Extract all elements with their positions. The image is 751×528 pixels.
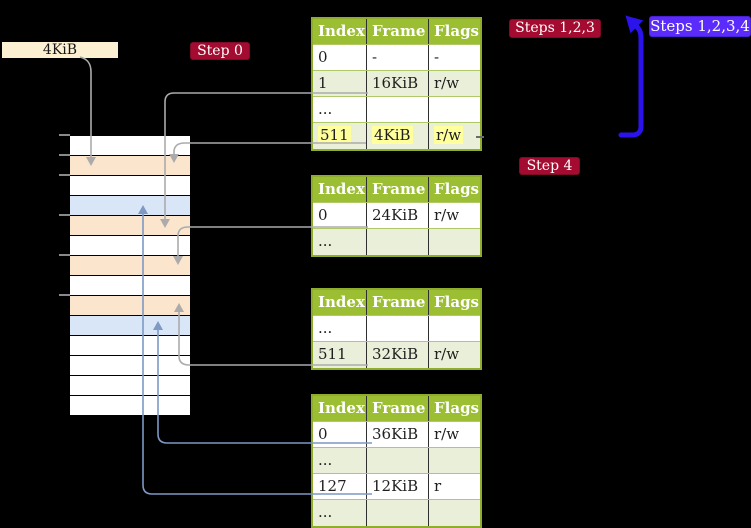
table-cell: 32KiB xyxy=(367,342,429,368)
column-header: Flags xyxy=(434,293,479,311)
table-cell: 4KiB xyxy=(367,123,429,149)
column-header: Flags xyxy=(434,180,479,198)
memory-row-white xyxy=(70,136,190,156)
frame-size-label: 4KiB xyxy=(2,42,118,58)
column-header: Frame xyxy=(367,396,429,421)
column-header: Flags xyxy=(434,399,479,417)
table-cell: ... xyxy=(313,500,367,526)
table-row: ... xyxy=(313,448,480,474)
highlighted-value: r/w xyxy=(434,126,464,144)
memory-row-white xyxy=(70,356,190,376)
memory-row-peach xyxy=(70,296,190,316)
memory-row-blue xyxy=(70,316,190,336)
table-row: ... xyxy=(313,97,480,123)
table-cell: ... xyxy=(313,316,367,341)
table-cell: 16KiB xyxy=(367,71,429,96)
highlighted-value: 511 xyxy=(318,126,351,144)
table-cell xyxy=(367,500,429,526)
highlighted-value: 4KiB xyxy=(372,126,413,144)
column-header: Index xyxy=(313,19,367,44)
memory-row-peach xyxy=(70,156,190,176)
memory-row-white xyxy=(70,396,190,416)
table-cell: 24KiB xyxy=(367,203,429,228)
memory-row-blue xyxy=(70,196,190,216)
memory-row-white xyxy=(70,176,190,196)
table-cell xyxy=(367,97,429,122)
table-cell: r/w xyxy=(434,425,460,443)
column-header: Frame xyxy=(367,19,429,44)
table-cell: 0 xyxy=(313,422,367,447)
table-cell: ... xyxy=(313,229,367,255)
memory-row-peach xyxy=(70,216,190,236)
table-cell xyxy=(429,500,480,526)
steps-1-2-3-badge: Steps 1,2,3 xyxy=(509,19,601,38)
step4-badge: Step 4 xyxy=(519,157,580,175)
table-cell: 0 xyxy=(313,203,367,228)
column-header: Frame xyxy=(367,177,429,202)
column-header: Index xyxy=(313,396,367,421)
table-row: ... xyxy=(313,500,480,526)
memory-row-white xyxy=(70,376,190,396)
table-cell: ... xyxy=(313,448,367,473)
memory-column xyxy=(70,135,190,416)
table-cell xyxy=(367,229,429,255)
table-cell: 12KiB xyxy=(367,474,429,499)
memory-row-white xyxy=(70,276,190,296)
table-cell xyxy=(429,229,480,255)
table-cell: 127 xyxy=(313,474,367,499)
column-header: Index xyxy=(313,177,367,202)
table-cell xyxy=(429,316,480,341)
table-row: ... xyxy=(313,316,480,342)
memory-row-white xyxy=(70,336,190,356)
table-cell xyxy=(429,448,480,473)
table-row: 511 4KiB r/w xyxy=(313,123,480,149)
step0-badge: Step 0 xyxy=(190,42,250,60)
table-row: ... xyxy=(313,229,480,255)
column-header: Flags xyxy=(434,22,479,40)
memory-row-white xyxy=(70,236,190,256)
arrow-recursive-loop xyxy=(618,15,644,138)
column-header: Frame xyxy=(367,290,429,315)
table-cell: 36KiB xyxy=(367,422,429,447)
table-cell: r/w xyxy=(434,345,460,363)
table-cell: 1 xyxy=(313,71,367,96)
table-cell: r/w xyxy=(434,74,460,92)
table-cell xyxy=(367,448,429,473)
table-cell: - xyxy=(434,48,440,66)
table-row: 0-- xyxy=(313,45,480,71)
steps-1-2-3-4-badge: Steps 1,2,3,4 xyxy=(649,16,751,37)
memory-row-peach xyxy=(70,256,190,276)
table-cell: 0 xyxy=(313,45,367,70)
column-header: Index xyxy=(313,290,367,315)
table-cell: 511 xyxy=(313,123,367,149)
table-cell xyxy=(429,97,480,122)
table-cell: 511 xyxy=(313,342,367,368)
table-cell: r xyxy=(434,477,442,495)
table-cell: ... xyxy=(313,97,367,122)
table-cell: - xyxy=(367,45,429,70)
table-cell: r/w xyxy=(434,206,460,224)
table-cell: r/w xyxy=(429,123,480,149)
table-cell xyxy=(367,316,429,341)
